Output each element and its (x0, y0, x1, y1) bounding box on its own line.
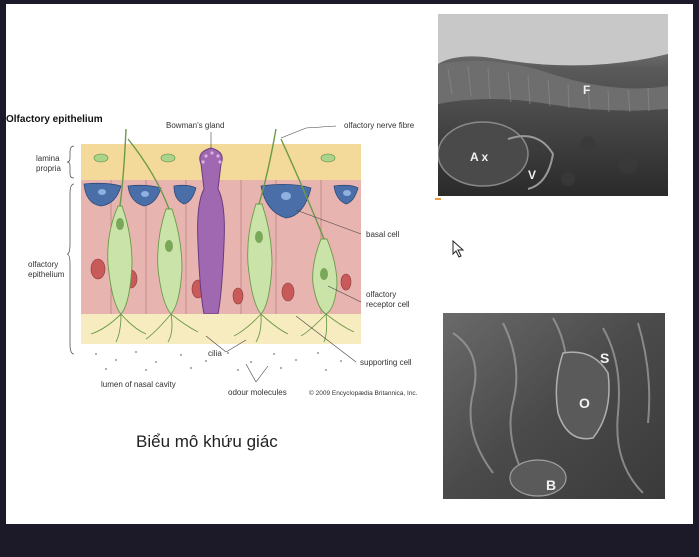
micrograph-top: F A x V (438, 14, 668, 196)
label-odour-molecules: odour molecules (228, 388, 287, 397)
label-propria: propria (36, 164, 61, 173)
mucus-layer (81, 314, 361, 344)
label-lumen: lumen of nasal cavity (101, 380, 176, 389)
sem-bottom-label-b: B (546, 477, 556, 493)
diagram-title: Olfactory epithelium (6, 114, 103, 125)
slide-caption: Biểu mô khứu giác (136, 432, 278, 451)
label-bowmans-gland: Bowman's gland (166, 121, 224, 130)
bottom-bar (0, 524, 699, 557)
bowmans-gland (197, 147, 225, 315)
nerve-fibres (119, 128, 325, 240)
label-lamina: lamina (36, 154, 60, 163)
mouse-cursor-icon (452, 240, 465, 258)
label-cilia: cilia (208, 349, 222, 358)
sem-top-label-ax: A x (470, 150, 489, 164)
label-receptor-2: receptor cell (366, 300, 410, 309)
label-copyright: © 2009 Encyclopædia Britannica, Inc. (309, 389, 418, 397)
label-nerve-fibre: olfactory nerve fibre (344, 121, 415, 130)
label-receptor-1: olfactory (366, 290, 396, 299)
sem-top-label-v: V (528, 168, 536, 182)
sem-bottom-label-s: S (600, 350, 609, 366)
cilia (90, 313, 355, 343)
label-supporting-cell: supporting cell (360, 358, 412, 367)
orange-mark (435, 198, 441, 200)
slide-frame: Olfactory epithelium (6, 4, 693, 524)
label-epithelium: epithelium (28, 270, 65, 279)
sem-top-label-f: F (583, 83, 590, 97)
label-basal-cell: basal cell (366, 230, 400, 239)
label-olfactory: olfactory (28, 260, 58, 269)
micrograph-bottom: S O B (443, 313, 665, 499)
olfactory-diagram: Olfactory epithelium (6, 114, 418, 397)
sem-bottom-label-o: O (579, 395, 590, 411)
